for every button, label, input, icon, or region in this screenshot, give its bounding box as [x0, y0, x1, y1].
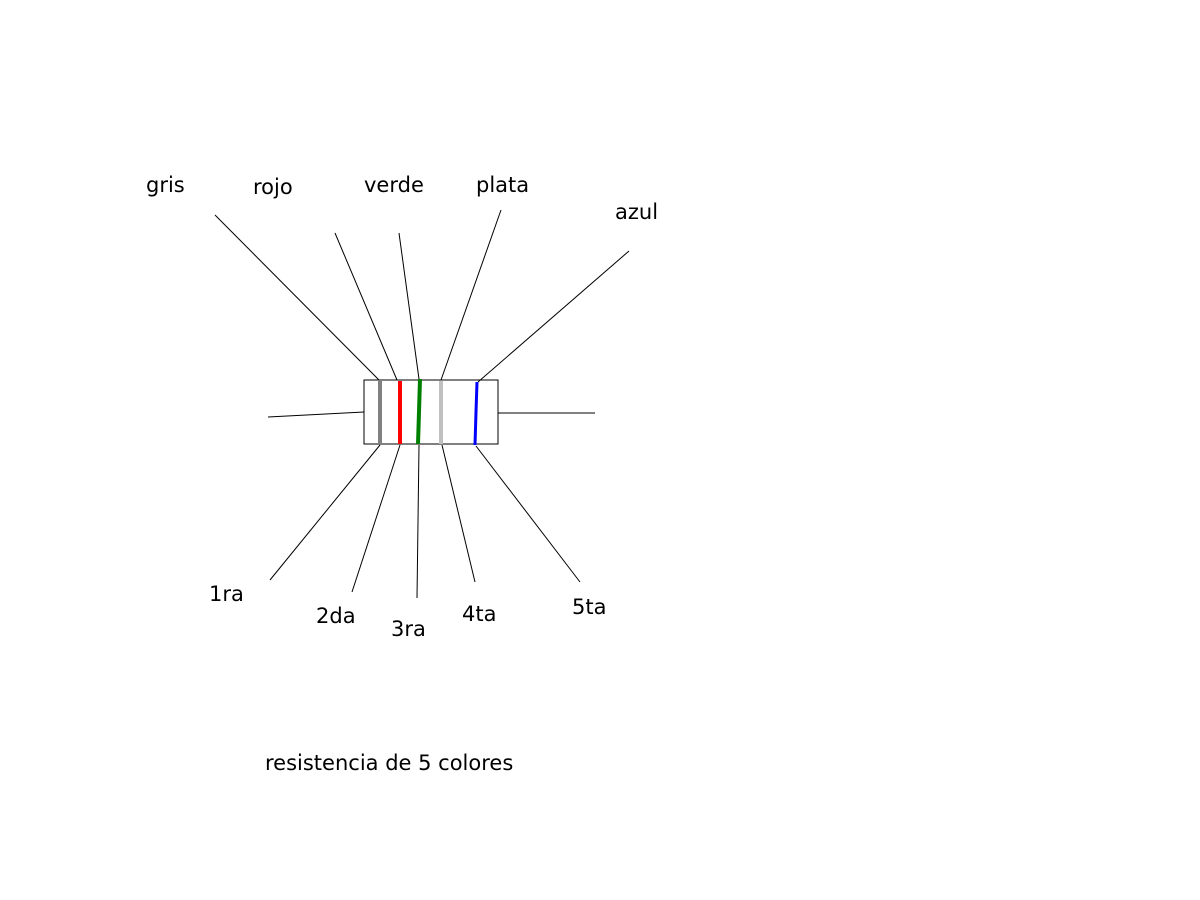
leader-line-verde [398, 232, 420, 380]
leader-line-rojo [334, 232, 398, 381]
leader-line-2da [351, 444, 401, 593]
position-label-1ra: 1ra [209, 582, 244, 606]
leader-line-plata [440, 209, 502, 381]
leader-line-3ra [416, 444, 420, 599]
color-label-gris: gris [146, 173, 185, 197]
position-label-2da: 2da [316, 604, 356, 628]
color-label-plata: plata [476, 173, 529, 197]
band-5-azul [473, 381, 479, 446]
diagram-caption: resistencia de 5 colores [265, 751, 513, 775]
position-label-4ta: 4ta [462, 602, 496, 626]
band-3-verde [416, 378, 422, 445]
color-label-azul: azul [615, 200, 658, 224]
position-label-5ta: 5ta [572, 595, 606, 619]
leader-line-azul [477, 250, 630, 383]
color-label-verde: verde [364, 173, 424, 197]
color-label-rojo: rojo [253, 175, 293, 199]
leader-line-gris [214, 214, 380, 381]
leader-line-1ra [269, 444, 381, 581]
left-lead [267, 411, 365, 418]
leader-line-4ta [441, 444, 476, 583]
position-label-3ra: 3ra [391, 617, 426, 641]
leader-line-5ta [475, 445, 581, 583]
